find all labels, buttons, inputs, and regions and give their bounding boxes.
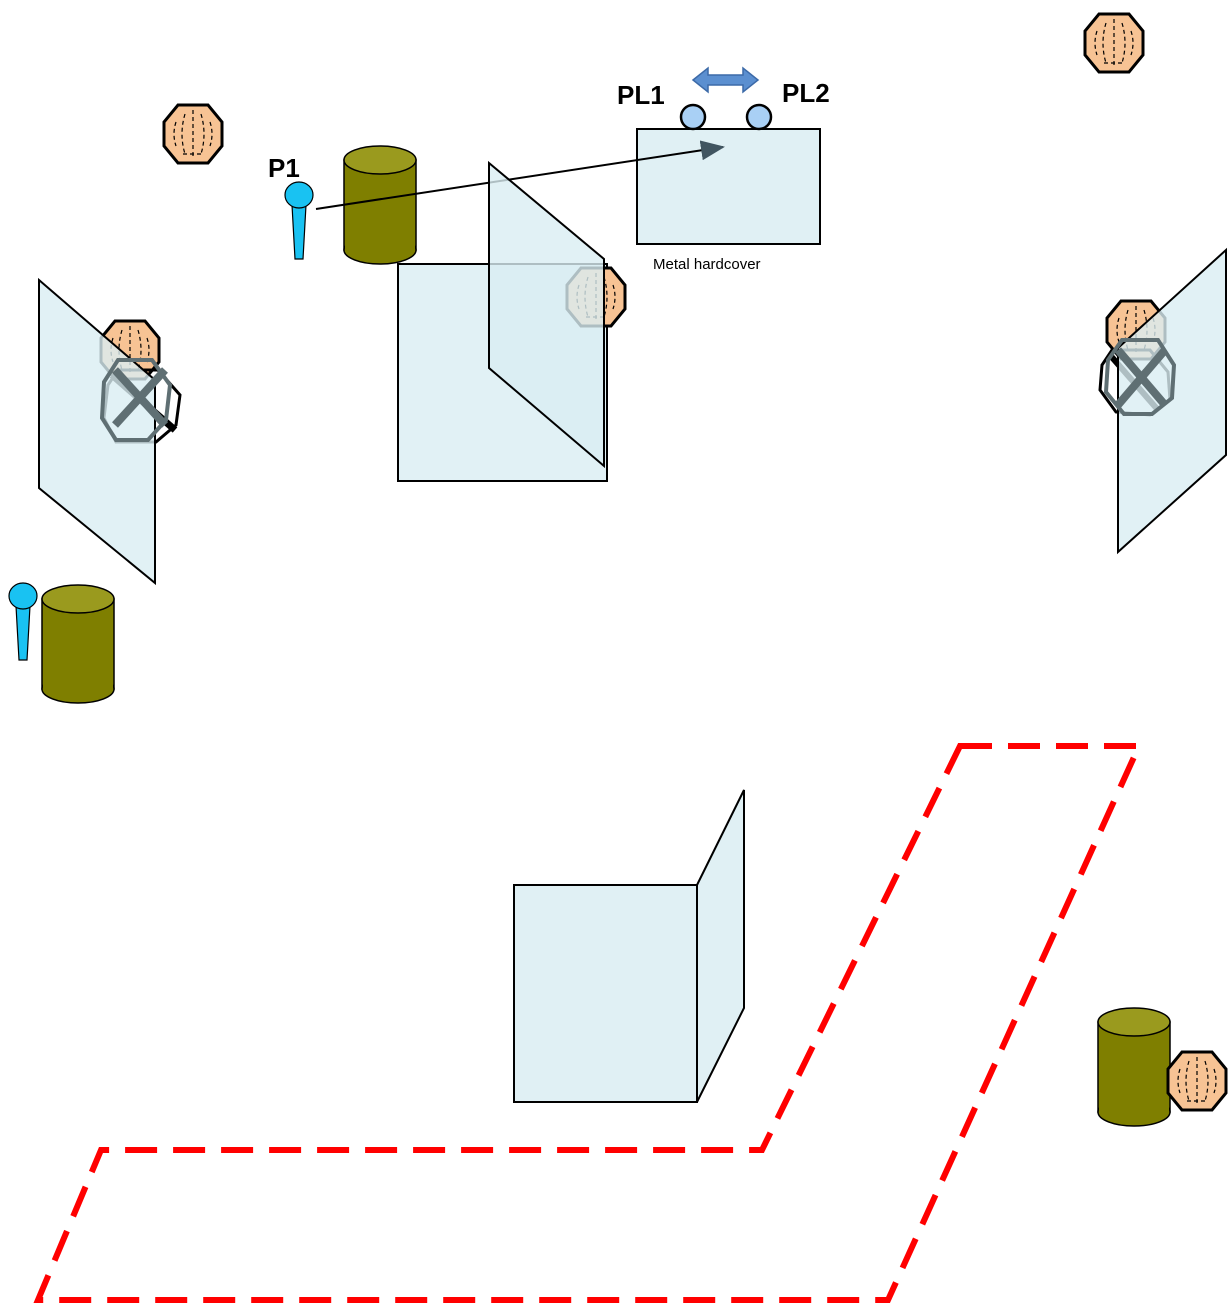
- box-side-face: [696, 789, 745, 1103]
- crossed-head-icon: [1103, 338, 1177, 416]
- glass-panel-right: [1117, 247, 1227, 555]
- p1-label: P1: [268, 153, 300, 183]
- head-icon: [1166, 1050, 1228, 1112]
- metal-hardcover-label: Metal hardcover: [653, 256, 761, 273]
- glass-panel-left: [38, 277, 156, 586]
- microphone-icon: [284, 181, 314, 260]
- crossed-head-icon: [99, 358, 173, 442]
- metal-hardcover-box: [636, 128, 821, 245]
- box-front-face: [513, 884, 698, 1103]
- speaker-can-icon: [41, 584, 115, 704]
- speaker-can-icon: [1097, 1007, 1171, 1127]
- pl1-circle: [679, 103, 707, 131]
- pl1-label: PL1: [617, 80, 665, 110]
- double-arrow-icon: [691, 66, 760, 94]
- speaker-can-icon: [343, 145, 417, 265]
- microphone-icon: [8, 582, 38, 661]
- head-icon: [162, 103, 224, 165]
- pl2-label: PL2: [782, 78, 830, 108]
- sound-path-arrow: [315, 140, 725, 210]
- red-dashed-boundary: [33, 743, 1144, 1303]
- glass-panel-diagonal: [488, 160, 605, 469]
- head-icon: [1083, 12, 1145, 74]
- pl2-circle: [745, 103, 773, 131]
